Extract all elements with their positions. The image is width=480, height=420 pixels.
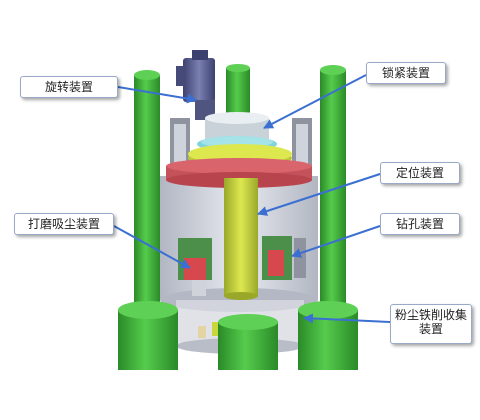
rotation-motor (176, 50, 215, 120)
side-brackets (170, 118, 312, 170)
callout-rotation: 旋转装置 (20, 76, 118, 98)
red-flange (166, 158, 312, 188)
callout-locking: 锁紧装置 (366, 62, 446, 84)
callout-dust-collection: 粉尘铁削收集 装置 (390, 304, 472, 344)
callout-drilling: 钻孔装置 (380, 213, 460, 235)
internal-mechanisms (178, 236, 306, 296)
callout-grinding-dust: 打磨吸尘装置 (14, 213, 114, 235)
central-rotor (224, 178, 258, 300)
callout-positioning: 定位装置 (380, 162, 460, 184)
leader-arrows (113, 74, 391, 324)
